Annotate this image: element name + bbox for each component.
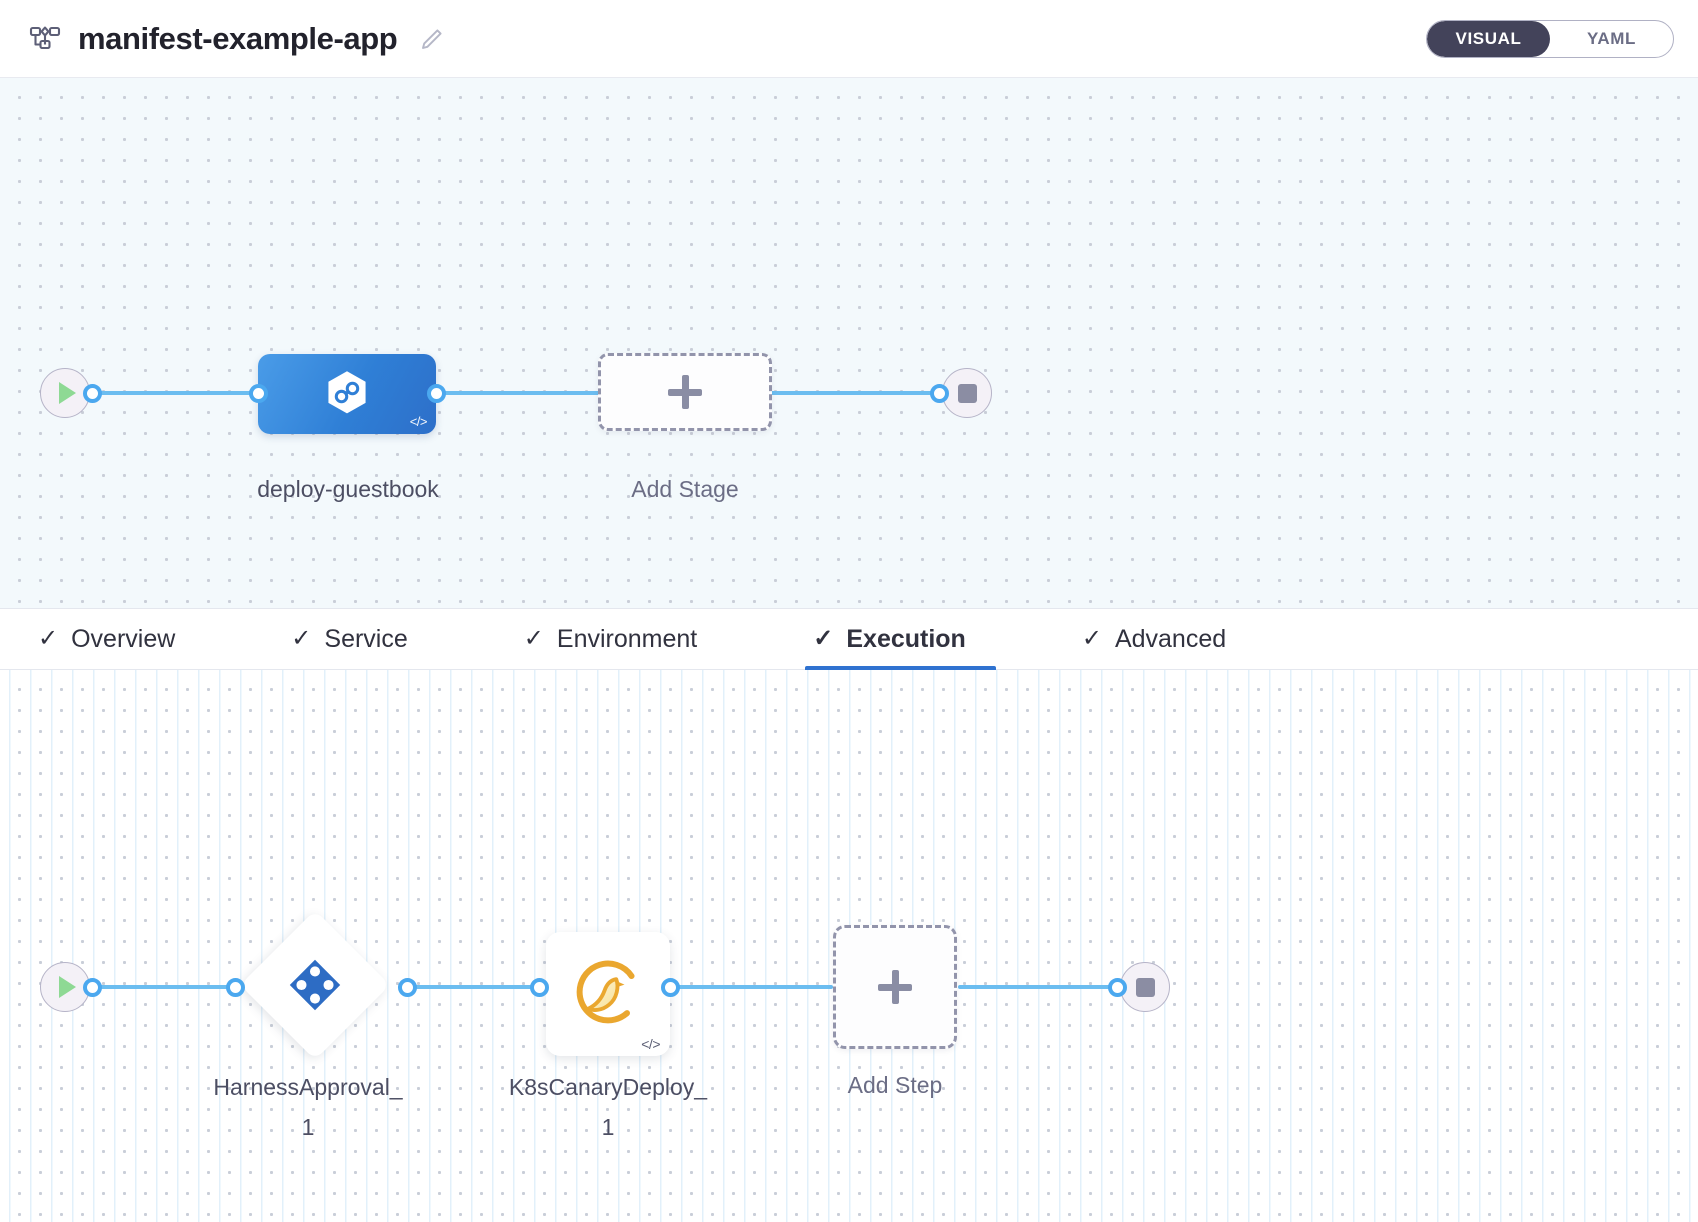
- toggle-option-yaml[interactable]: YAML: [1586, 28, 1636, 48]
- edge-start-to-approval: [88, 985, 243, 989]
- add-stage-label: Add Stage: [631, 476, 739, 502]
- tab-label: Execution: [846, 624, 966, 653]
- check-icon: ✓: [38, 625, 59, 652]
- edit-pencil-icon[interactable]: [419, 26, 445, 52]
- tab-label: Service: [324, 624, 408, 653]
- tab-label: Environment: [556, 624, 698, 653]
- port-start-out: [83, 384, 102, 403]
- edge-addstage-to-end: [770, 391, 950, 395]
- canary-bird-icon: [575, 959, 641, 1030]
- tab-advanced[interactable]: ✓ Advanced: [1074, 609, 1256, 669]
- check-icon: ✓: [813, 625, 834, 652]
- add-stage-button[interactable]: [598, 353, 772, 431]
- edge-stage-to-addstage: [430, 391, 610, 395]
- port-stage-out: [427, 384, 446, 403]
- port-exec-end-in: [1108, 978, 1127, 997]
- pipeline-hierarchy-icon: [28, 22, 62, 56]
- step-node-k8s-canary-deploy[interactable]: </>: [546, 932, 670, 1056]
- edge-canary-to-addstep: [668, 985, 833, 989]
- port-approval-in: [226, 978, 245, 997]
- harness-cd-hexagon-icon: [328, 371, 366, 414]
- execution-end-node[interactable]: [1120, 962, 1170, 1012]
- page-header: manifest-example-app VISUAL YAML: [0, 0, 1698, 78]
- toggle-option-visual[interactable]: VISUAL: [1427, 20, 1550, 57]
- port-end-in: [930, 384, 949, 403]
- stop-icon: [957, 383, 977, 403]
- pipeline-start-node[interactable]: [40, 368, 90, 418]
- edge-approval-to-canary: [398, 985, 548, 989]
- add-step-button[interactable]: [833, 925, 957, 1049]
- plus-icon: [878, 970, 912, 1004]
- step-yaml-badge[interactable]: </>: [641, 1036, 660, 1052]
- add-step-label: Add Step: [847, 1072, 943, 1098]
- tab-execution[interactable]: ✓ Execution: [805, 609, 996, 670]
- check-icon: ✓: [523, 625, 544, 652]
- step-node-harness-approval[interactable]: [240, 910, 390, 1060]
- tab-overview[interactable]: ✓ Overview: [30, 609, 205, 669]
- port-canary-out: [661, 978, 680, 997]
- tab-environment[interactable]: ✓ Environment: [516, 609, 727, 669]
- play-icon: [59, 976, 76, 998]
- port-canary-in: [530, 978, 549, 997]
- tab-label: Overview: [71, 624, 176, 653]
- header-right-group: VISUAL YAML: [1426, 19, 1674, 58]
- page-title: manifest-example-app: [78, 20, 398, 56]
- stage-node-label: deploy-guestbook: [257, 476, 439, 502]
- port-stage-in: [249, 384, 268, 403]
- stage-config-tabs[interactable]: ✓ Overview ✓ Service ✓ Environment ✓ Exe…: [0, 608, 1698, 670]
- stage-yaml-badge[interactable]: </>: [409, 414, 428, 429]
- stage-graph-canvas[interactable]: </> deploy-guestbook Add Stage: [0, 78, 1698, 608]
- header-left-group: manifest-example-app: [28, 21, 445, 57]
- check-icon: ✓: [291, 625, 312, 652]
- pipeline-end-node[interactable]: [942, 368, 992, 418]
- execution-graph-canvas[interactable]: HarnessApproval_1 </>: [0, 670, 1698, 1222]
- plus-icon: [668, 375, 702, 409]
- stage-node-deploy-guestbook[interactable]: </>: [258, 354, 436, 434]
- step-label-harness-approval: HarnessApproval_1: [213, 1074, 403, 1140]
- stop-icon: [1135, 977, 1155, 997]
- port-approval-out: [398, 978, 417, 997]
- check-icon: ✓: [1081, 625, 1102, 652]
- play-icon: [59, 382, 76, 404]
- port-exec-start-out: [83, 978, 102, 997]
- edge-addstep-to-end: [958, 985, 1123, 989]
- harness-approval-icon: [287, 957, 343, 1013]
- edge-start-to-stage: [88, 391, 273, 395]
- visual-yaml-toggle[interactable]: VISUAL YAML: [1426, 19, 1674, 58]
- tab-label: Advanced: [1114, 624, 1227, 653]
- step-label-k8s-canary-deploy: K8sCanaryDeploy_1: [508, 1074, 708, 1140]
- tab-service[interactable]: ✓ Service: [283, 609, 437, 669]
